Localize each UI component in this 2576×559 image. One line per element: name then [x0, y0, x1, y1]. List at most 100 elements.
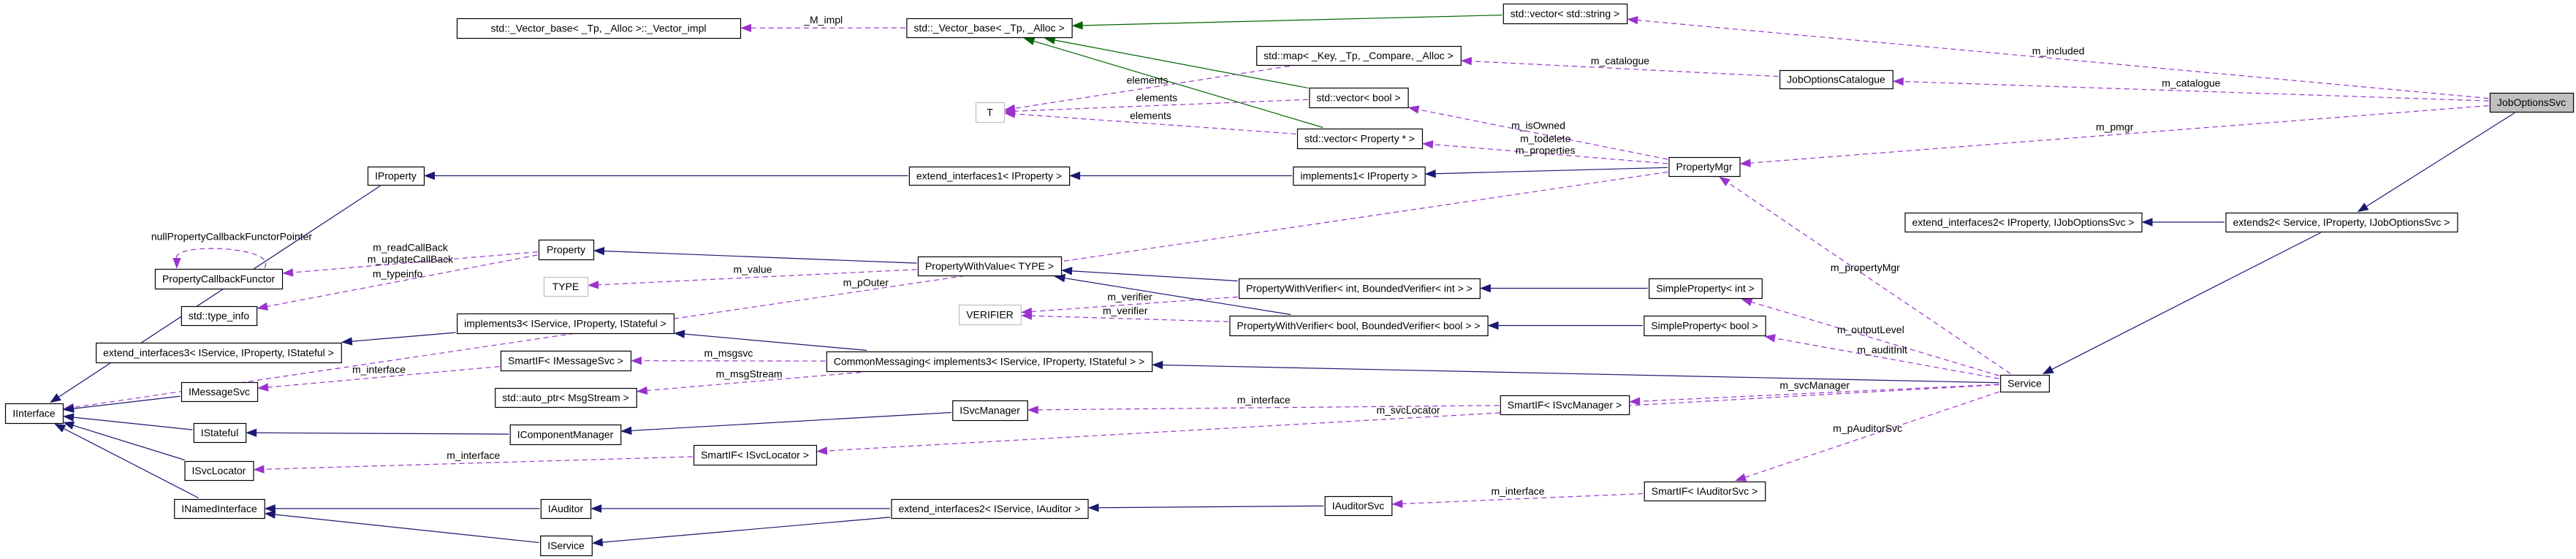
edge-label: m_verifier	[1103, 305, 1148, 316]
edge-line	[1161, 364, 1999, 384]
edge-line	[274, 514, 539, 544]
node-isvcmanager[interactable]: ISvcManager	[952, 400, 1028, 422]
node-iauditor[interactable]: IAuditor	[540, 498, 592, 520]
arrowhead-icon	[636, 386, 648, 395]
node-simple-property-bool[interactable]: SimpleProperty< bool >	[1644, 315, 1766, 337]
node-joboptions-svc[interactable]: JobOptionsSvc	[2489, 92, 2575, 113]
arrowhead-icon	[1391, 499, 1403, 509]
edge-line	[1749, 104, 2489, 164]
node-inamedinterface[interactable]: INamedInterface	[174, 498, 265, 520]
node-box	[500, 350, 632, 372]
edge-usage: m_svcManager	[1629, 379, 1999, 406]
edge-template	[1071, 15, 1502, 30]
edge-inheritance	[1424, 167, 1668, 178]
node-icomponentmanager[interactable]: IComponentManager	[509, 424, 622, 446]
node-std-map[interactable]: std::map< _Key, _Tp, _Compare, _Alloc >	[1256, 45, 1462, 66]
node-simple-property-int[interactable]: SimpleProperty< int >	[1649, 278, 1763, 300]
node-joboptions-catalogue[interactable]: JobOptionsCatalogue	[1779, 69, 1893, 90]
node-label: std::vector< bool >	[1316, 92, 1400, 104]
node-type[interactable]: TYPE	[543, 276, 589, 297]
edge-label: m_msgsvc	[704, 347, 753, 359]
edge-label: m_typeinfo	[373, 267, 423, 279]
node-auto-ptr-msgstream[interactable]: std::auto_ptr< MsgStream >	[495, 387, 637, 408]
node-box	[2225, 212, 2458, 233]
node-property-with-value[interactable]: PropertyWithValue< TYPE >	[917, 256, 1063, 277]
node-vector-base[interactable]: std::_Vector_base< _Tp, _Alloc >	[906, 18, 1073, 39]
node-label: T	[987, 107, 993, 118]
node-label: PropertyWithVerifier< int, BoundedVerifi…	[1246, 283, 1473, 294]
node-verifier[interactable]: VERIFIER	[958, 304, 1022, 326]
node-label: implements1< IProperty >	[1300, 170, 1417, 182]
edge-inheritance	[1061, 267, 1238, 282]
arrowhead-icon	[1719, 176, 1730, 186]
node-smartif-iauditorsvc[interactable]: SmartIF< IAuditorSvc >	[1644, 481, 1766, 502]
edge-line	[176, 248, 267, 268]
node-property-callback-functor[interactable]: PropertyCallbackFunctor	[154, 268, 284, 290]
node-type-info[interactable]: std::type_info	[181, 305, 258, 327]
node-smartif-isvclocator[interactable]: SmartIF< ISvcLocator >	[693, 444, 818, 466]
node-extend-interfaces1[interactable]: extend_interfaces1< IProperty >	[908, 166, 1071, 186]
node-label: PropertyWithValue< TYPE >	[925, 260, 1054, 272]
edge-usage: m_msgStream	[636, 368, 861, 395]
node-service[interactable]: Service	[2000, 374, 2050, 393]
edge-line	[351, 332, 456, 342]
edge-label: m_pAuditorSvc	[1833, 422, 1902, 434]
nodes-layer: std::_Vector_base< _Tp, _Alloc >::_Vecto…	[4, 3, 2575, 557]
node-label: std::_Vector_base< _Tp, _Alloc >	[913, 22, 1064, 34]
node-box	[1779, 69, 1893, 90]
node-iinterface[interactable]: IInterface	[4, 403, 64, 425]
node-imessagesvc[interactable]: IMessageSvc	[181, 381, 259, 403]
node-vector-string[interactable]: std::vector< std::string >	[1502, 3, 1628, 25]
arrowhead-icon	[1021, 311, 1033, 320]
node-extend-interfaces2-jos[interactable]: extend_interfaces2< IProperty, IJobOptio…	[1904, 212, 2143, 233]
edge-label: m_value	[734, 264, 772, 275]
node-pwv-bool[interactable]: PropertyWithVerifier< bool, BoundedVerif…	[1229, 315, 1489, 337]
edge-line	[1744, 391, 1999, 479]
node-box	[495, 387, 637, 408]
arrowhead-icon	[591, 538, 604, 547]
node-common-messaging[interactable]: CommonMessaging< implements3< IService, …	[826, 351, 1153, 373]
node-box	[193, 422, 247, 444]
node-property-mgr[interactable]: PropertyMgr	[1668, 156, 1741, 178]
node-extends2[interactable]: extends2< Service, IProperty, IJobOption…	[2225, 212, 2458, 233]
node-vector-bool[interactable]: std::vector< bool >	[1309, 87, 1409, 109]
node-implements3[interactable]: implements3< IService, IProperty, IState…	[457, 313, 675, 335]
edge-inheritance	[590, 504, 890, 513]
node-label: PropertyMgr	[1676, 161, 1732, 172]
arrowhead-icon	[588, 281, 599, 289]
node-extend-interfaces3[interactable]: extend_interfaces3< IService, IProperty,…	[96, 342, 342, 364]
node-iservice[interactable]: IService	[540, 535, 593, 557]
node-vector-property[interactable]: std::vector< Property * >	[1296, 128, 1424, 150]
edge-line	[72, 395, 181, 409]
node-smartif-imessagesvc[interactable]: SmartIF< IMessageSvc >	[500, 350, 632, 372]
node-property[interactable]: Property	[538, 239, 595, 261]
arrowhead-icon	[257, 383, 269, 392]
edge-line	[2365, 112, 2515, 208]
node-smartif-isvcmanager[interactable]: SmartIF< ISvcManager >	[1500, 395, 1630, 416]
node-label: ISvcManager	[960, 405, 1020, 417]
node-box	[1649, 278, 1763, 300]
node-iproperty[interactable]: IProperty	[367, 166, 425, 186]
edge-line	[1014, 113, 1296, 134]
node-label: extends2< Service, IProperty, IJobOption…	[2233, 216, 2450, 228]
node-isvclocator[interactable]: ISvcLocator	[184, 460, 254, 482]
node-vector-impl[interactable]: std::_Vector_base< _Tp, _Alloc >::_Vecto…	[456, 18, 742, 39]
edge-inheritance	[424, 171, 908, 180]
node-pwv-int[interactable]: PropertyWithVerifier< int, BoundedVerifi…	[1239, 278, 1481, 300]
node-istateful[interactable]: IStateful	[193, 422, 247, 444]
edge-line	[1030, 315, 1228, 322]
edge-line	[630, 411, 951, 432]
arrowhead-icon	[54, 423, 67, 433]
node-iauditorsvc[interactable]: IAuditorSvc	[1324, 495, 1393, 517]
node-implements1[interactable]: implements1< IProperty >	[1293, 166, 1426, 186]
node-t[interactable]: T	[975, 102, 1006, 123]
node-label: IService	[547, 540, 585, 552]
node-label: Property	[547, 244, 585, 256]
edge-usage: m_interface	[257, 363, 500, 392]
edge-usage: m_value	[588, 264, 917, 289]
node-box	[181, 381, 259, 403]
node-extend-interfaces2-aud[interactable]: extend_interfaces2< IService, IAuditor >	[891, 498, 1089, 520]
edge-label: m_svcLocator	[1376, 404, 1440, 416]
edge-usage: m_pmgr	[1739, 104, 2489, 167]
